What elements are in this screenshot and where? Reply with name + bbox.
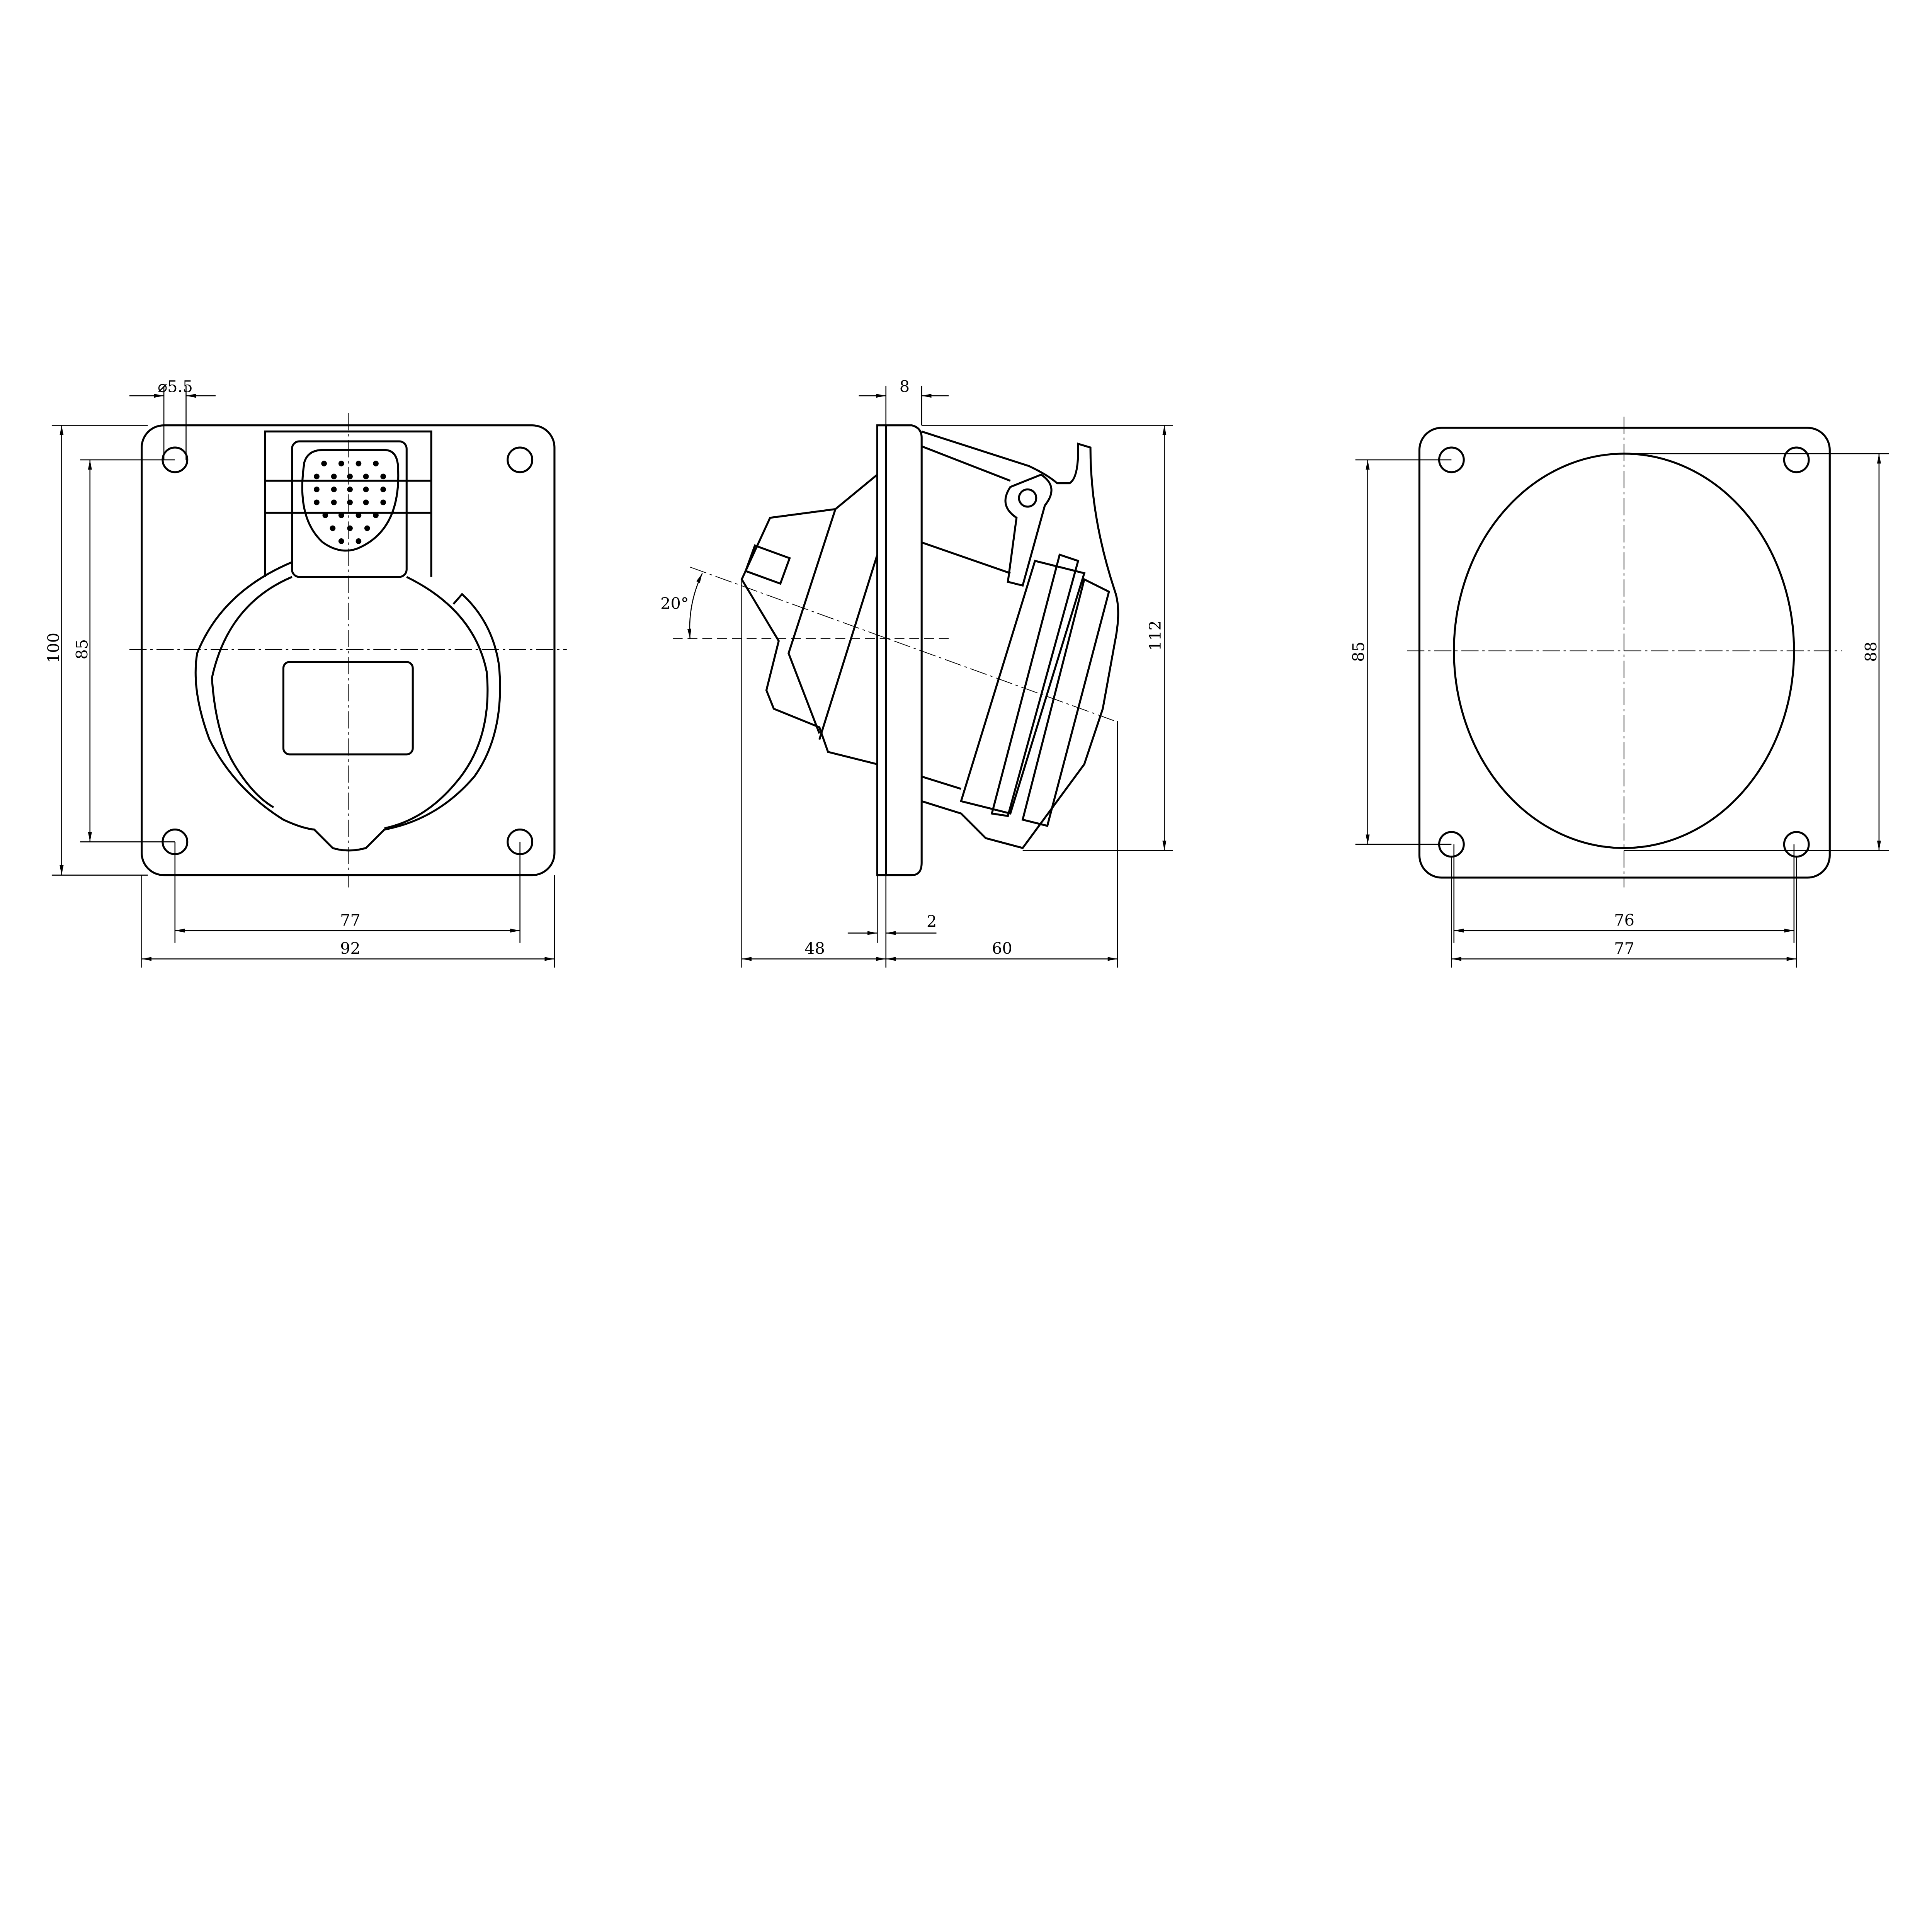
label-window [282, 661, 414, 756]
contact-pin [331, 487, 337, 492]
front-plate [141, 424, 556, 876]
technical-drawing: ⌀5.5 100 85 77 92 20° [44, 377, 1889, 968]
dim-hole-diameter: ⌀5.5 [158, 378, 193, 396]
lid-inner [211, 576, 489, 829]
contact-pin [363, 487, 369, 492]
socket-body [921, 431, 1119, 849]
hinge-screw [1018, 488, 1037, 508]
contact-pin [355, 512, 362, 518]
side-view: 20° 8 112 2 48 60 [660, 378, 1173, 968]
lid-latch [291, 440, 408, 578]
contact-pin [355, 461, 362, 466]
dimensions-rear: 85 88 76 77 [1349, 453, 1889, 968]
contact-pin [380, 487, 386, 492]
contact-pins [314, 461, 386, 544]
dim-height-holes: 85 [73, 639, 91, 660]
contact-pin [321, 461, 327, 466]
dim-depth-rear: 48 [804, 939, 825, 958]
dim-height: 112 [1146, 620, 1165, 651]
contact-pin [322, 512, 328, 518]
contact-pin [338, 538, 344, 544]
drawing-canvas: ⌀5.5 100 85 77 92 20° [44, 378, 1889, 968]
dim-rear-width-holes: 77 [1614, 939, 1634, 958]
contact-insert [301, 449, 400, 552]
front-view: ⌀5.5 100 85 77 92 [44, 378, 567, 968]
contact-pin [314, 487, 320, 492]
contact-pin [347, 499, 353, 505]
contact-pin [373, 512, 379, 518]
contact-pin [364, 525, 370, 531]
dimensions-side: 8 112 2 48 60 [741, 378, 1173, 968]
contact-pin [338, 461, 344, 466]
dim-width-holes: 77 [340, 911, 361, 929]
dim-rear-height-holes: 85 [1349, 642, 1368, 662]
contact-pin [347, 473, 353, 480]
top-housing [264, 431, 432, 577]
dim-depth-front: 60 [992, 939, 1012, 958]
contact-pin [373, 461, 379, 466]
mounting-holes [162, 446, 534, 855]
mounting-holes-rear [1438, 446, 1810, 858]
contact-pin [347, 487, 353, 492]
dim-tilt-angle: 20° [660, 594, 689, 613]
lid-outer [194, 561, 501, 852]
dim-cutout-height: 88 [1862, 642, 1881, 662]
contact-pin [380, 499, 386, 505]
dimensions-front: ⌀5.5 100 85 77 92 [44, 378, 555, 968]
contact-pin [347, 525, 353, 531]
dim-height-overall: 100 [44, 633, 63, 663]
socket-front-frames [960, 553, 1110, 827]
rear-view: 85 88 76 77 [1349, 417, 1889, 968]
contact-pin [314, 499, 320, 505]
contact-pin [331, 499, 337, 505]
contact-pin [363, 473, 369, 480]
dim-cutout-width: 76 [1614, 911, 1634, 929]
angle-arc [687, 573, 703, 639]
hinge [1004, 473, 1053, 587]
contact-pin [363, 499, 369, 505]
dim-plate-thickness: 8 [900, 378, 910, 396]
contact-pin [338, 512, 344, 518]
rear-connector [740, 474, 878, 766]
side-plate [876, 424, 923, 876]
rear-plate [1418, 427, 1831, 879]
contact-pin [380, 473, 386, 480]
dim-width-overall: 92 [340, 939, 361, 958]
contact-pin [355, 538, 362, 544]
contact-pin [314, 473, 320, 480]
contact-pin [330, 525, 336, 531]
contact-pin [331, 473, 337, 480]
dim-gap: 2 [927, 912, 937, 931]
